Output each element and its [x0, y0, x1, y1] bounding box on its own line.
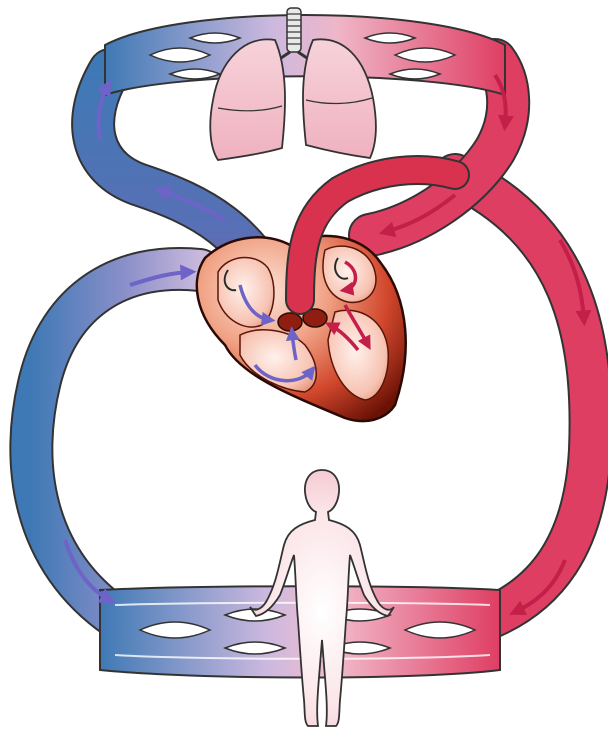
pulmonary-valve — [278, 313, 302, 331]
human-figure-silhouette — [250, 470, 394, 726]
human-figure-icon — [250, 470, 394, 726]
